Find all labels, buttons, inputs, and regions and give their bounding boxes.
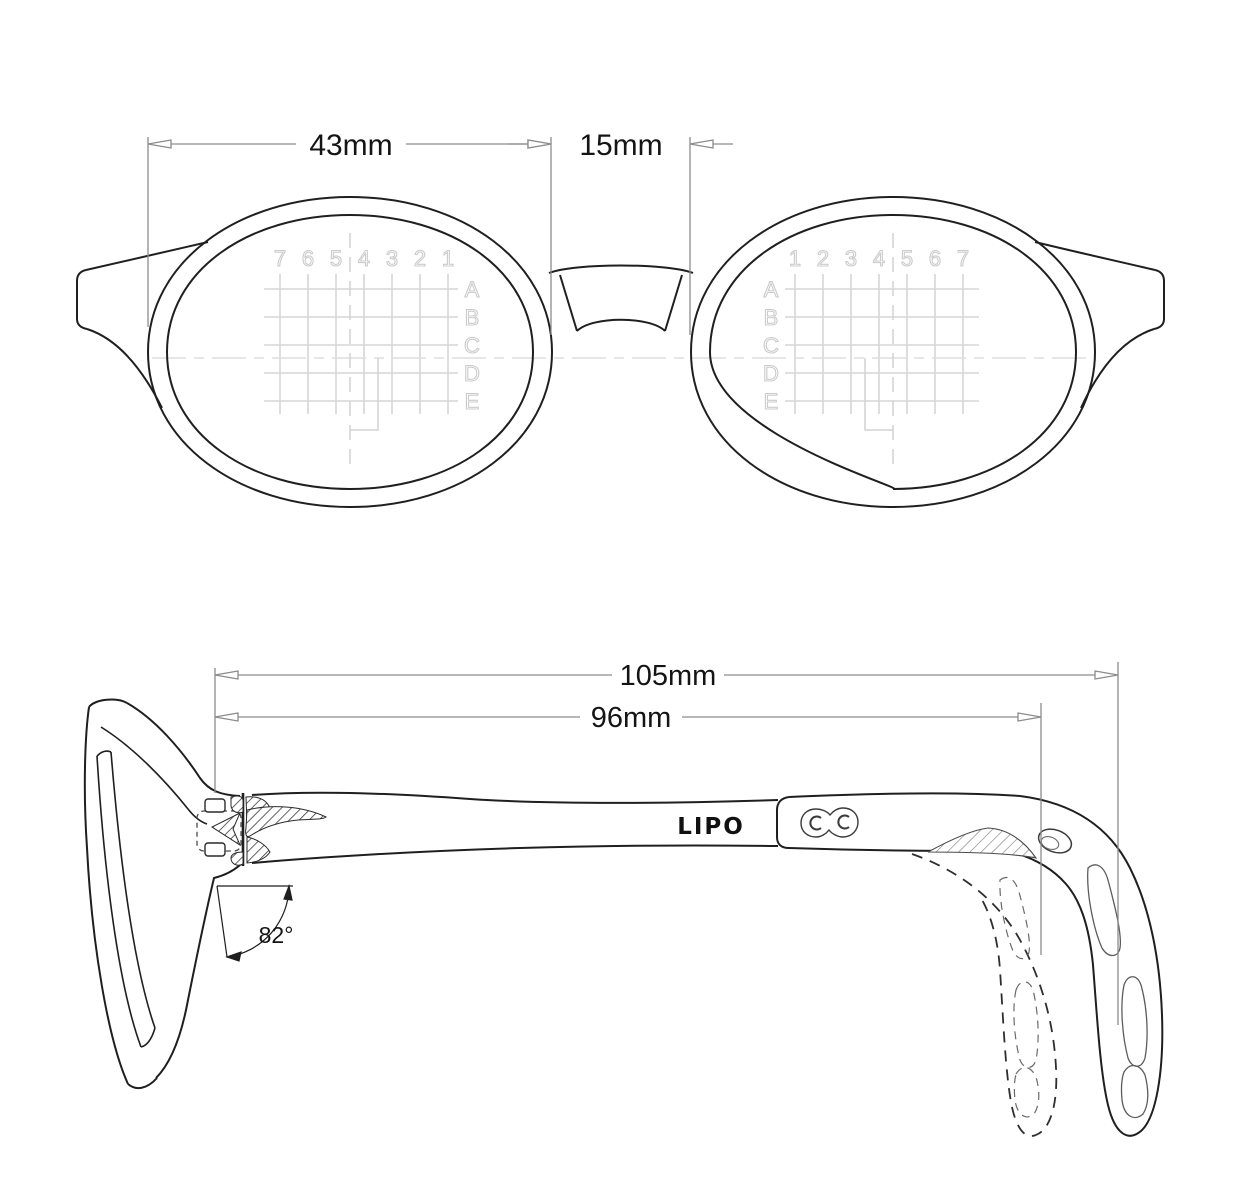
arrow-left-icon [214, 670, 239, 680]
arrow-right-icon [1017, 712, 1042, 722]
dimension-bridge-width [508, 137, 733, 335]
arrow-left-icon [214, 712, 239, 722]
grid-label: 7 [957, 246, 969, 271]
right-endpiece [1034, 241, 1165, 409]
hinge-metal-core [210, 795, 327, 866]
left-endpiece [76, 241, 209, 409]
fitting-reference-marks [349, 233, 894, 470]
grid-label: B [465, 305, 480, 330]
dimension-temple-straight [214, 703, 1042, 955]
grid-label: 5 [901, 246, 913, 271]
hinge-assembly [196, 793, 327, 866]
temple-total-label: 105mm [620, 660, 717, 692]
temple-tip-slots [1087, 864, 1149, 1119]
grid-label: 3 [386, 246, 398, 271]
grid-label: 6 [929, 246, 941, 271]
grid-label: E [465, 389, 480, 414]
temple-tip-slots-alternate [999, 876, 1040, 1118]
arc-arrow-bottom-icon [225, 951, 242, 962]
grid-label: A [764, 277, 779, 302]
bridge-width-label: 15mm [579, 129, 662, 162]
hinge-screw-top [204, 798, 226, 813]
grid-label: C [464, 333, 480, 358]
dimension-temple-total [214, 662, 1119, 1025]
side-view: LIPO 105mm 96mm 82° [83, 660, 1164, 1137]
temple-core-spike [245, 806, 327, 837]
frame-front-profile [83, 698, 241, 1090]
right-lens-outer-rim [689, 195, 1097, 509]
temple-straight-label: 96mm [591, 702, 672, 734]
left-lens-inner-rim [165, 213, 535, 491]
temple-alternate-position [911, 853, 1058, 1137]
arrow-inward-left-icon [527, 139, 552, 149]
temple-grip-wedge [927, 827, 1038, 859]
brand-logo-text: LIPO [677, 814, 745, 840]
figure-eight-cutout [800, 807, 859, 838]
pantoscopic-angle-annotation [216, 883, 293, 962]
left-lens-outer-rim [146, 195, 554, 509]
grid-label: 2 [817, 246, 829, 271]
temple-tip-outline [1007, 795, 1164, 1137]
frame-front-outline [76, 195, 1165, 509]
grid-label: 1 [442, 246, 454, 271]
hinge-screw-bottom [204, 842, 226, 857]
grid-label: D [464, 361, 480, 386]
paddle-front-cap [776, 796, 790, 849]
arrow-left-icon [147, 139, 172, 149]
arrow-inward-right-icon [689, 139, 714, 149]
grid-label: 4 [358, 246, 370, 271]
grid-label: 4 [873, 246, 885, 271]
grid-label: 6 [302, 246, 314, 271]
grid-label: A [465, 277, 480, 302]
grid-label: 3 [845, 246, 857, 271]
grid-label: 7 [274, 246, 286, 271]
grid-label: E [764, 389, 779, 414]
grid-label: D [763, 361, 779, 386]
pantoscopic-angle-label: 82° [259, 922, 294, 948]
bridge [548, 264, 694, 332]
temple-arm [251, 791, 1164, 1137]
arrow-right-icon [1094, 670, 1119, 680]
grid-label: 2 [414, 246, 426, 271]
grid-label: B [764, 305, 779, 330]
lens-back-surface [110, 751, 156, 1029]
arc-arrow-top-icon [283, 883, 293, 901]
lens-width-label: 43mm [309, 129, 392, 162]
lens-front-surface [96, 755, 142, 1048]
right-lens-inner-rim [708, 213, 1078, 490]
grid-label: 5 [330, 246, 342, 271]
grid-label: 1 [789, 246, 801, 271]
grid-label: C [763, 333, 779, 358]
